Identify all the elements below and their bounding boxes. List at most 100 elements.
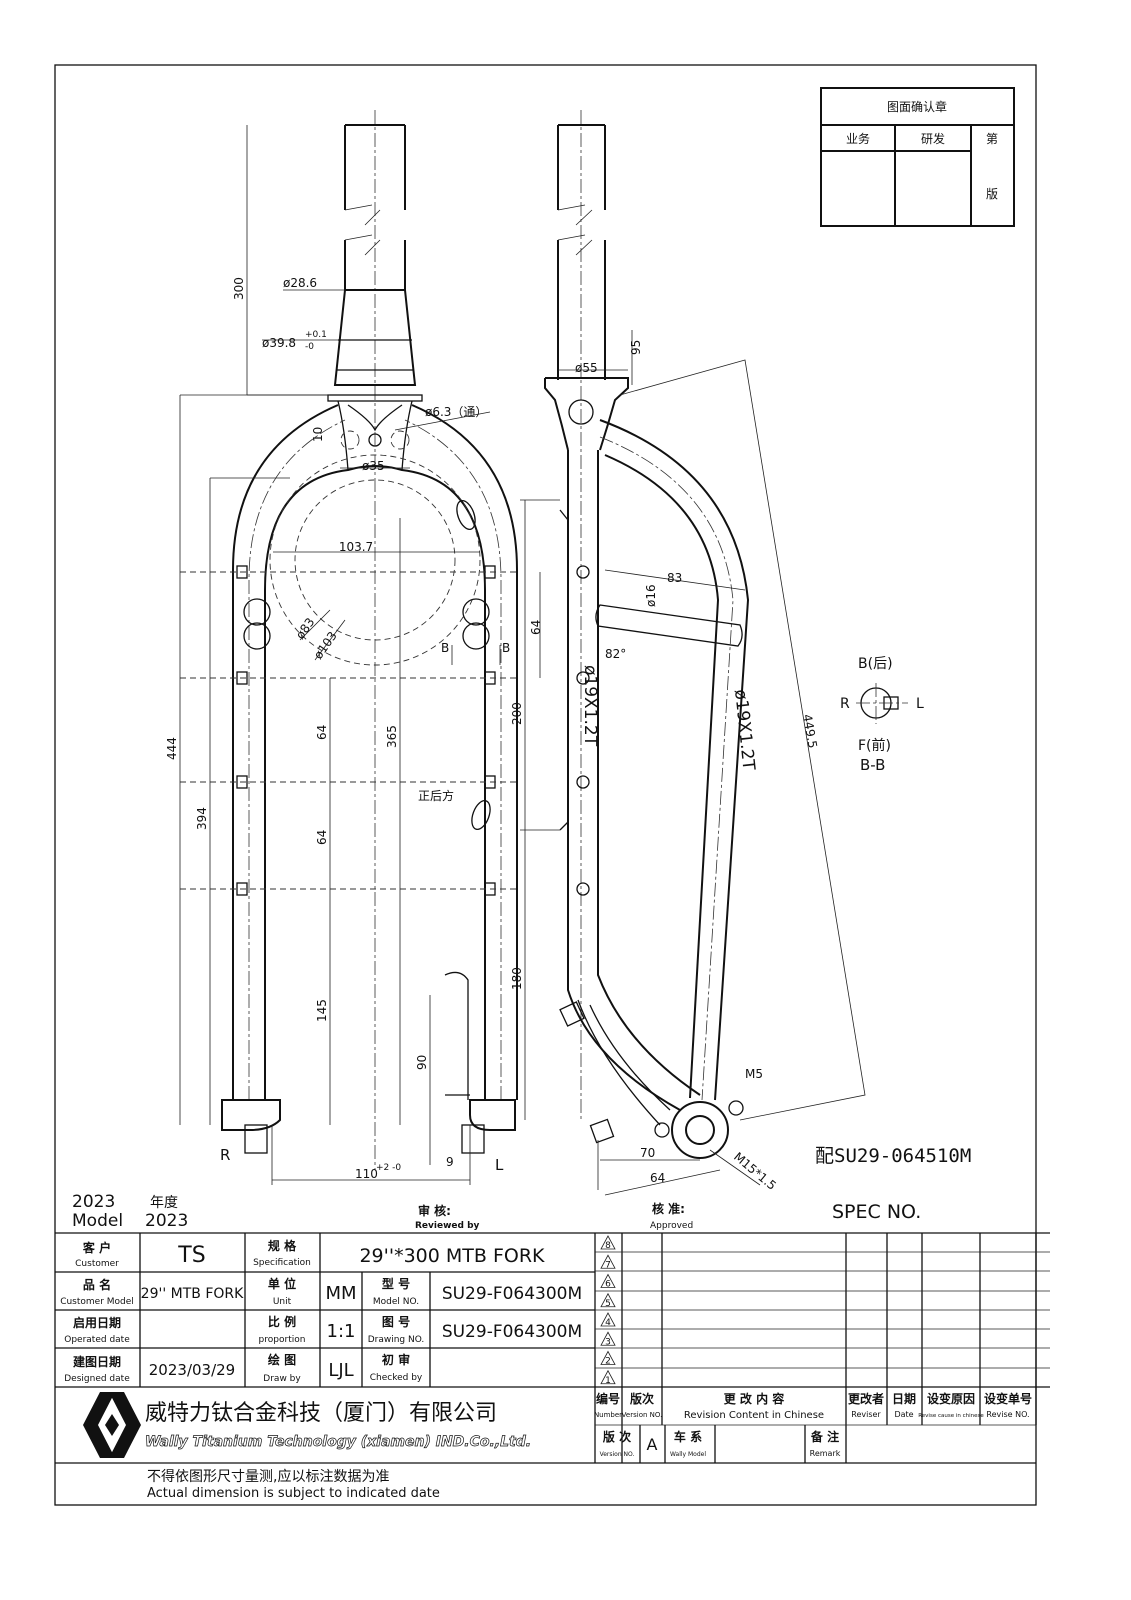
dim-disc-mount: 90 [415, 1055, 429, 1070]
rev-header-content-en: Revision Content in Chinese [684, 1410, 824, 1421]
model-label: Model [72, 1211, 123, 1231]
approval-business: 业务 [846, 131, 870, 146]
front-view [179, 110, 518, 1185]
section-front: F(前) [858, 737, 891, 754]
version-en: Version NO. [600, 1451, 635, 1458]
section-right: L [916, 696, 924, 712]
revision-number: 5 [605, 1299, 611, 1309]
reviewed-cn: 审 核: [418, 1203, 451, 1218]
revision-number: 7 [605, 1260, 611, 1270]
section-rear: B(后) [858, 656, 893, 672]
section-title: B-B [860, 756, 885, 774]
approval-edition-top: 第 [986, 132, 998, 146]
dim-side-lower: 180 [510, 967, 524, 990]
draw-en: Draw by [263, 1374, 301, 1384]
model-value: SU29-F064300M [442, 1284, 582, 1304]
mount-label: 正后方 [418, 788, 454, 803]
dim-side-span: 200 [510, 702, 524, 725]
dim-axle: M15*1.5 [731, 1150, 779, 1193]
dim-hub-width: 110 [355, 1167, 378, 1181]
check-cn: 初 审 [382, 1352, 410, 1367]
series-en: Wally Model [670, 1451, 706, 1458]
remark-en: Remark [810, 1449, 841, 1458]
check-en: Checked by [370, 1373, 423, 1383]
section-mark-right: B [502, 641, 510, 655]
customer-cn: 客 户 [82, 1240, 111, 1255]
rev-header-number-cn: 编号 [595, 1391, 620, 1406]
dim-diag-length: 449.5 [800, 713, 820, 749]
dim-crown-race-dia: ø39.8 [262, 336, 296, 350]
dim-crown-race-tol-upper: +0.1 [305, 330, 327, 340]
rev-header-number-en: Number [594, 1411, 622, 1419]
revision-triangle-icon [600, 1350, 616, 1365]
unit-cn: 单 位 [268, 1276, 296, 1291]
drawing-en: Drawing NO. [368, 1335, 425, 1345]
dim-brace-length: 83 [667, 571, 682, 585]
remark-cn: 备 注 [810, 1429, 839, 1444]
dim-axle-offset-1: 70 [640, 1146, 655, 1160]
dim-crown-race-tol-lower: -0 [305, 342, 314, 352]
des-date-value: 2023/03/29 [149, 1361, 235, 1379]
dim-tube-left: ø19X1.2T [580, 665, 600, 747]
dim-steerer-dia: ø28.6 [283, 276, 317, 290]
approval-rd: 研发 [921, 131, 945, 146]
name-cn: 品 名 [83, 1277, 111, 1292]
op-date-en: Operated date [64, 1335, 130, 1345]
rev-header-no-en: Revise NO. [986, 1410, 1029, 1419]
reviewed-en: Reviewed by [415, 1221, 480, 1231]
draw-value: LJL [328, 1360, 353, 1381]
revision-number: 6 [605, 1280, 611, 1290]
approved-cn: 核 准: [652, 1201, 685, 1216]
dim-hole-dia: ø6.3（通） [425, 405, 487, 419]
prop-cn: 比 例 [268, 1314, 296, 1329]
approved-en: Approved [650, 1221, 693, 1231]
rev-header-content-cn: 更 改 内 容 [724, 1391, 785, 1406]
matching-part: 配SU29-064510M [815, 1145, 971, 1167]
spec-en: Specification [253, 1258, 311, 1268]
revision-triangle-icon [600, 1254, 616, 1269]
revision-triangle-icon [600, 1312, 616, 1327]
revision-number: 3 [605, 1337, 611, 1347]
op-date-cn: 启用日期 [73, 1315, 121, 1330]
side-view-dimensions: ø55 95 64 200 180 ø19X1.2T ø19X1.2T 83 ø… [510, 340, 820, 1193]
dim-axle-to-crown: 444 [165, 737, 179, 760]
revision-number: 8 [605, 1241, 611, 1251]
revision-triangle-icon [600, 1292, 616, 1308]
dim-mount-spacing-1: 64 [315, 725, 329, 740]
approval-edition-bottom: 版 [986, 187, 998, 201]
rev-header-no-cn: 设变单号 [984, 1391, 1032, 1406]
dim-tube-right: ø19X1.2T [730, 688, 758, 771]
drawing-cn: 图 号 [382, 1314, 410, 1329]
sheet-border [54, 64, 1037, 1506]
rev-header-version-en: Version NO. [622, 1411, 663, 1419]
series-cn: 车 系 [674, 1429, 702, 1444]
dim-bolt: M5 [745, 1067, 763, 1081]
spec-value: 29''*300 MTB FORK [359, 1245, 545, 1267]
company-logo-icon [83, 1392, 141, 1458]
rev-header-cause-cn: 设变原因 [927, 1391, 975, 1406]
rev-header-reviser-cn: 更改者 [848, 1391, 884, 1406]
customer-value: TS [177, 1243, 205, 1268]
company-cn: 威特力钛合金科技（厦门）有限公司 [145, 1401, 497, 1426]
dim-arch-dia: ø35 [362, 459, 385, 473]
dim-tire-width: 103.7 [339, 540, 373, 554]
dim-head-dia: ø55 [575, 361, 598, 375]
unit-value: MM [325, 1283, 356, 1304]
version-cn: 版 次 [603, 1429, 631, 1444]
model-cn: 型 号 [382, 1276, 410, 1291]
rev-header-version-cn: 版次 [630, 1391, 654, 1406]
spec-no: SPEC NO. [832, 1201, 921, 1223]
model-year: 2023 [145, 1211, 188, 1231]
revision-number: 4 [605, 1318, 611, 1328]
rev-header-date-en: Date [894, 1410, 913, 1419]
name-value: 29'' MTB FORK [141, 1286, 244, 1302]
name-en: Customer Model [60, 1297, 134, 1307]
dim-axle-offset-2: 64 [650, 1171, 665, 1185]
front-view-dimensions: 300 ø28.6 ø39.8 +0.1 -0 ø6.3（通） 10 ø35 1… [165, 276, 510, 1181]
unit-en: Unit [273, 1297, 292, 1307]
dim-brace-angle: 82° [605, 647, 626, 661]
footer-cn: 不得依图形尺寸量测,应以标注数据为准 [147, 1468, 389, 1485]
title-block: 客 户 Customer TS 规 格 Specification 29''*3… [60, 1238, 582, 1384]
rev-header-cause-en: Revise cause in chinese [918, 1413, 984, 1419]
